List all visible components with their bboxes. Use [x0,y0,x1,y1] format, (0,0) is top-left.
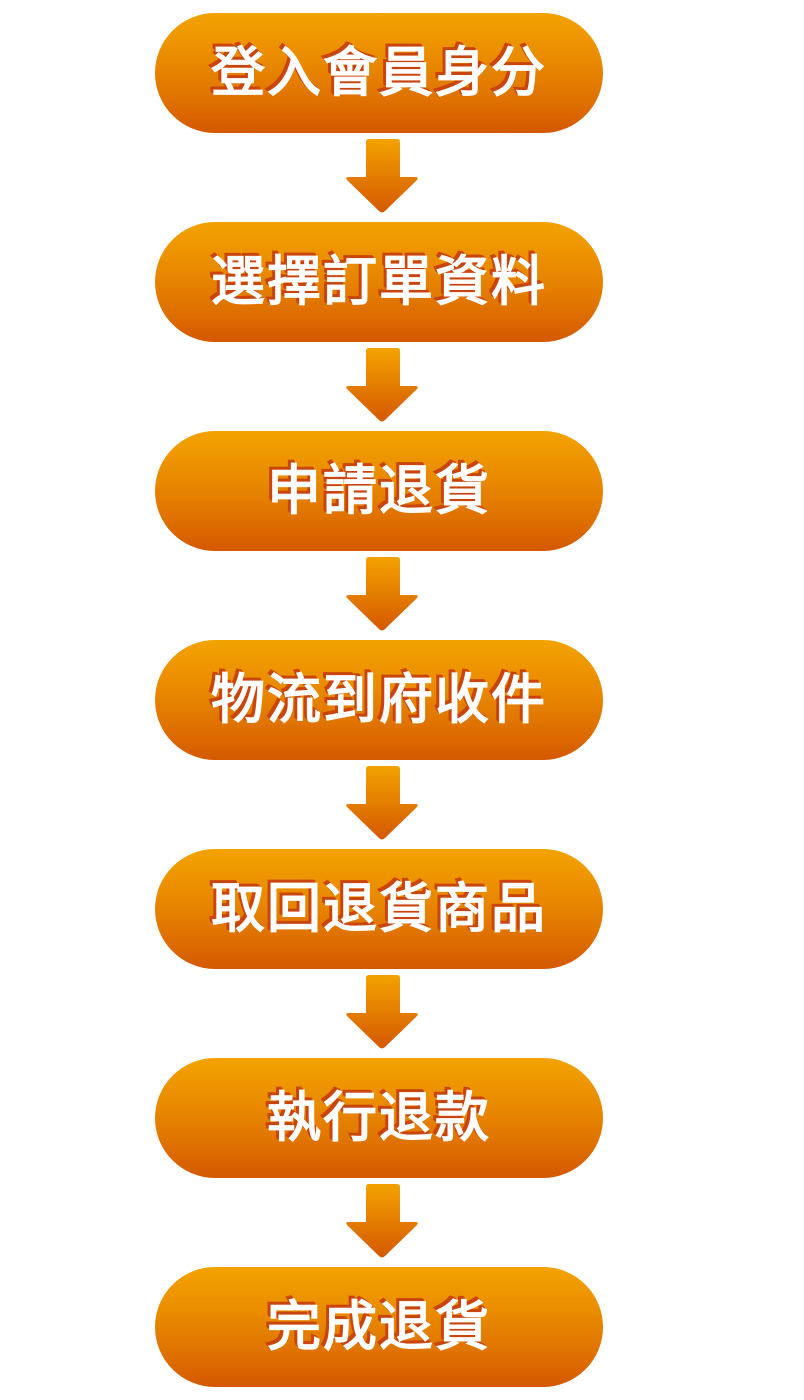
step-courier-pickup: 物流到府收件 [155,640,603,760]
step-label: 執行退款 [267,1086,491,1149]
arrow-down-icon [345,557,419,631]
step-return-complete: 完成退貨 [155,1267,603,1387]
step-label: 選擇訂單資料 [211,250,547,313]
arrow-down-icon [345,975,419,1049]
arrow-down-icon [345,348,419,422]
arrow-down-icon [345,139,419,213]
step-label: 登入會員身分 [211,41,547,104]
step-label: 申請退貨 [267,459,491,522]
step-login-member: 登入會員身分 [155,13,603,133]
step-label: 完成退貨 [267,1295,491,1358]
arrow-down-icon [345,766,419,840]
step-retrieve-goods: 取回退貨商品 [155,849,603,969]
step-select-order: 選擇訂單資料 [155,222,603,342]
step-label: 取回退貨商品 [211,877,547,940]
step-label: 物流到府收件 [211,668,547,731]
step-process-refund: 執行退款 [155,1058,603,1178]
step-apply-return: 申請退貨 [155,431,603,551]
arrow-down-icon [345,1184,419,1258]
